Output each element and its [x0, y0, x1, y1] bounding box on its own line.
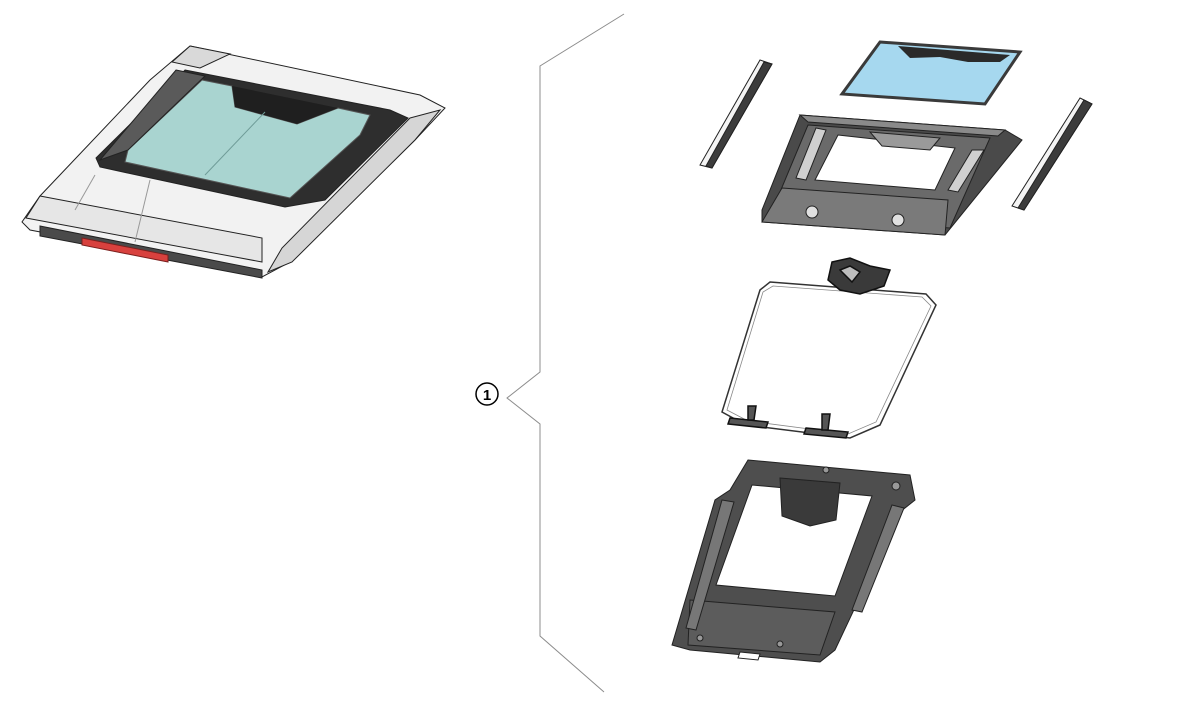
- callout-bubble[interactable]: 1: [475, 382, 499, 406]
- deflector-strip-right[interactable]: [1011, 97, 1093, 211]
- wire-mechanism[interactable]: [721, 257, 937, 439]
- group-bracket: [506, 13, 625, 693]
- brake-light-icon: [81, 237, 169, 263]
- lower-tray[interactable]: [671, 459, 916, 663]
- glass-panel[interactable]: [839, 40, 1023, 106]
- callout-number: 1: [483, 387, 491, 404]
- deflector-strip-left[interactable]: [699, 59, 773, 169]
- motor-bracket-icon: [827, 257, 892, 295]
- upper-frame[interactable]: [761, 114, 1023, 236]
- assembled-sunroof: [21, 45, 446, 279]
